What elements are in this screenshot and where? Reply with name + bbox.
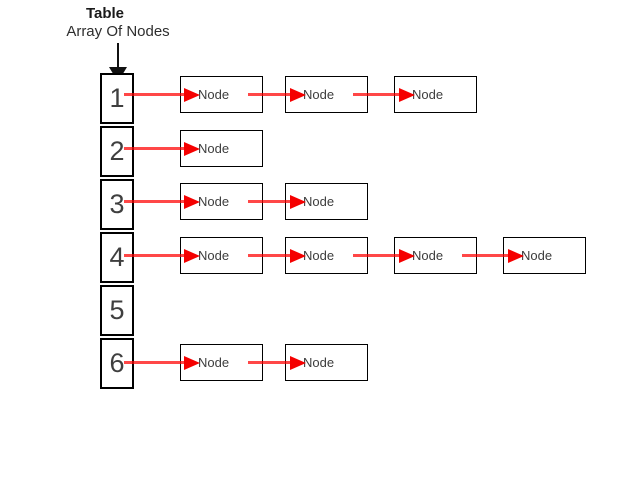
node-label: Node [521,248,553,263]
bucket-pointer-arrow [124,355,200,370]
arrow-head-icon [184,248,200,263]
arrow-head-icon [399,248,415,263]
bucket-pointer-arrow [124,194,200,209]
arrow-line [124,254,187,257]
array-cell-label: 6 [109,348,125,378]
node-label: Node [198,141,230,156]
node-label: Node [412,87,444,102]
next-pointer-arrow [462,248,524,263]
table-subtitle: Array Of Nodes [66,23,170,40]
node-label: Node [198,194,230,209]
node-label: Node [303,87,335,102]
arrow-head-icon [290,248,306,263]
arrow-head-icon [290,355,306,370]
array-cell-label: 1 [109,83,125,113]
node-label: Node [198,248,230,263]
bucket-pointer-arrow [124,141,200,156]
arrow-head-icon [399,87,415,102]
arrow-line [462,254,511,257]
array-cell-3: 3 [100,179,134,230]
array-cell-label: 2 [109,136,125,166]
next-pointer-arrow [248,355,306,370]
arrow-line [248,254,293,257]
arrow-line [248,200,293,203]
table-title: Table [85,5,125,22]
arrow-line [124,93,187,96]
arrow-head-icon [184,141,200,156]
array-cell-label: 4 [109,242,125,272]
next-pointer-arrow [248,248,306,263]
next-pointer-arrow [248,194,306,209]
array-cell-2: 2 [100,126,134,177]
down-arrow-stem [116,43,119,69]
node-label: Node [412,248,444,263]
node-label: Node [198,355,230,370]
arrow-head-icon [508,248,524,263]
arrow-head-icon [184,194,200,209]
bucket-pointer-arrow [124,248,200,263]
arrow-line [353,93,402,96]
arrow-head-icon [184,355,200,370]
next-pointer-arrow [353,248,415,263]
node-label: Node [198,87,230,102]
array-cell-label: 3 [109,189,125,219]
array-cell-5: 5 [100,285,134,336]
array-cell-label: 5 [109,295,125,325]
arrow-line [248,93,293,96]
arrow-head-icon [290,194,306,209]
next-pointer-arrow [353,87,415,102]
array-cell-4: 4 [100,232,134,283]
arrow-line [124,200,187,203]
node-label: Node [303,248,335,263]
arrow-head-icon [290,87,306,102]
arrow-line [248,361,293,364]
arrow-line [124,147,187,150]
arrow-head-icon [184,87,200,102]
bucket-pointer-arrow [124,87,200,102]
arrow-line [124,361,187,364]
node-label: Node [303,194,335,209]
node-label: Node [303,355,335,370]
next-pointer-arrow [248,87,306,102]
arrow-line [353,254,402,257]
array-cell-1: 1 [100,73,134,124]
